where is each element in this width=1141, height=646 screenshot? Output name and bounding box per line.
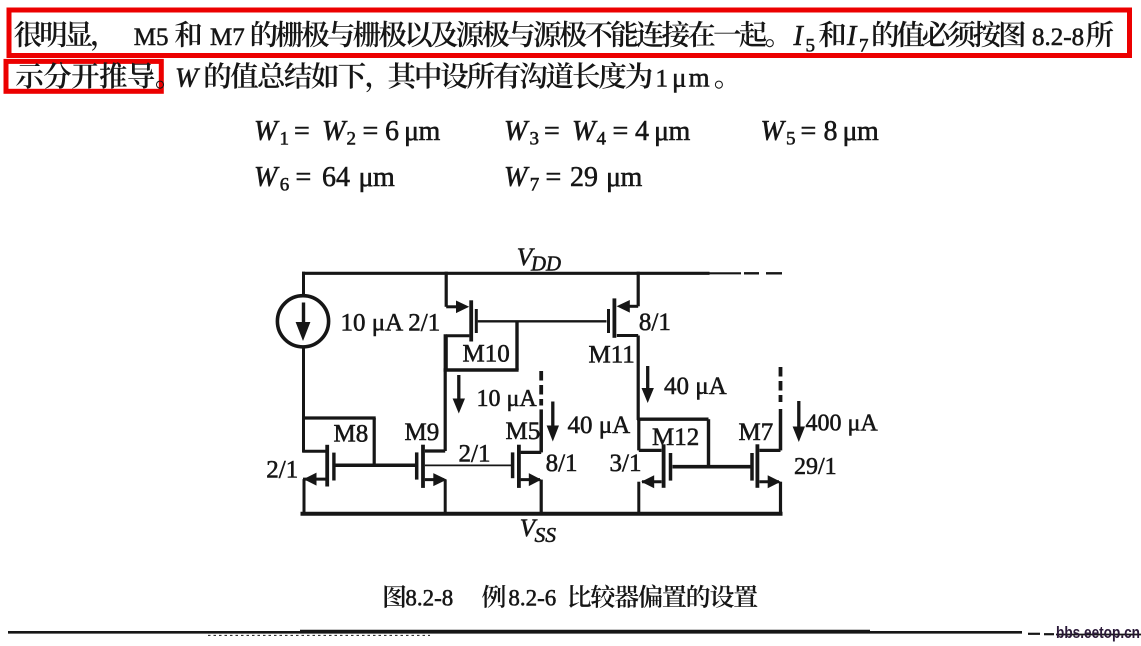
svg-text:4: 4 xyxy=(635,116,649,147)
svg-text:2/1: 2/1 xyxy=(408,310,440,337)
svg-text:m: m xyxy=(373,162,395,193)
svg-text:M7: M7 xyxy=(739,419,774,446)
svg-text:=: = xyxy=(546,162,562,193)
svg-text:7: 7 xyxy=(530,175,540,196)
svg-text:V: V xyxy=(520,515,538,542)
svg-text:8.2-8: 8.2-8 xyxy=(405,585,453,610)
svg-text:3/1: 3/1 xyxy=(610,450,642,477)
svg-text:DD: DD xyxy=(530,252,561,276)
svg-text:64: 64 xyxy=(322,162,350,193)
svg-text:=: = xyxy=(294,116,310,147)
svg-text:V: V xyxy=(517,242,536,271)
svg-text:μ: μ xyxy=(359,162,374,193)
svg-text:M11: M11 xyxy=(589,342,635,369)
svg-text:I: I xyxy=(846,21,858,52)
svg-text:8/1: 8/1 xyxy=(639,309,671,336)
svg-text:m: m xyxy=(669,116,691,147)
svg-text:=: = xyxy=(801,116,817,147)
svg-text:W: W xyxy=(572,116,598,147)
svg-text:7: 7 xyxy=(859,35,869,56)
svg-text:M9: M9 xyxy=(405,419,440,446)
svg-text:μ: μ xyxy=(606,162,621,193)
svg-text:10 μA: 10 μA xyxy=(477,386,538,412)
svg-text:M5: M5 xyxy=(134,24,169,51)
svg-text:μm: μm xyxy=(672,62,712,92)
svg-text:4: 4 xyxy=(597,129,607,150)
svg-text:M5: M5 xyxy=(506,418,541,445)
svg-text:bbs.eetop.cn: bbs.eetop.cn xyxy=(1056,624,1140,642)
svg-text:1: 1 xyxy=(656,65,669,92)
svg-text:μ: μ xyxy=(404,116,419,147)
svg-text:40 μA: 40 μA xyxy=(568,412,631,439)
svg-text:μ: μ xyxy=(654,116,669,147)
svg-text:2/1: 2/1 xyxy=(459,441,491,468)
svg-text:8: 8 xyxy=(824,116,838,147)
svg-text:2: 2 xyxy=(347,129,357,150)
svg-text:40 μA: 40 μA xyxy=(664,373,727,400)
svg-text:W: W xyxy=(322,116,348,147)
svg-text:W: W xyxy=(175,61,200,92)
svg-text:W: W xyxy=(504,116,530,147)
svg-text:m: m xyxy=(419,116,441,147)
svg-text:=: = xyxy=(296,162,312,193)
svg-text:I: I xyxy=(793,21,805,52)
svg-text:μ: μ xyxy=(843,116,858,147)
svg-text:m: m xyxy=(621,162,643,193)
svg-text:M12: M12 xyxy=(652,424,699,451)
svg-text:W: W xyxy=(761,116,787,147)
svg-text:=: = xyxy=(613,116,629,147)
svg-text:8.2-8: 8.2-8 xyxy=(1032,24,1084,51)
svg-text:8.2-6: 8.2-6 xyxy=(508,585,556,610)
svg-text:8/1: 8/1 xyxy=(546,450,578,477)
svg-text:5: 5 xyxy=(786,129,796,150)
svg-text:m: m xyxy=(857,116,879,147)
svg-text:3: 3 xyxy=(530,129,540,150)
svg-text:6: 6 xyxy=(385,116,399,147)
svg-text:=: = xyxy=(363,116,379,147)
svg-text:400 μA: 400 μA xyxy=(806,411,879,437)
svg-text:6: 6 xyxy=(280,175,290,196)
svg-text:2/1: 2/1 xyxy=(266,457,298,484)
svg-text:SS: SS xyxy=(535,523,557,547)
svg-text:=: = xyxy=(544,116,560,147)
svg-text:M10: M10 xyxy=(463,341,510,368)
svg-text:10 μA: 10 μA xyxy=(341,310,404,337)
svg-text:W: W xyxy=(254,162,280,193)
svg-text:29: 29 xyxy=(570,162,598,193)
svg-text:W: W xyxy=(504,162,530,193)
svg-text:M7: M7 xyxy=(210,24,245,51)
svg-text:W: W xyxy=(254,116,280,147)
svg-text:5: 5 xyxy=(806,35,816,56)
svg-text:1: 1 xyxy=(280,129,290,150)
svg-text:29/1: 29/1 xyxy=(794,454,837,480)
svg-text:M8: M8 xyxy=(334,421,369,448)
